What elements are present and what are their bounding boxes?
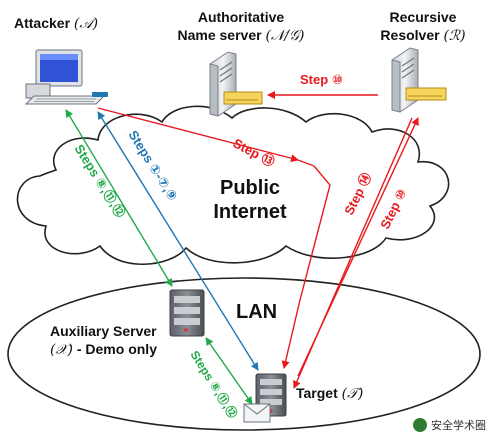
authoritative-line1: Authoritative [197,9,285,25]
resolver-line2: Resolver [380,27,440,43]
arrow-steps-green-lan [205,337,253,405]
public-internet-label: Public Internet [200,176,300,224]
attacker-symbol: (𝒜) [73,16,99,32]
arrow-step10-right [297,117,419,377]
authoritative-symbol: (𝒩/𝒢) [265,28,305,44]
label-step10-top: Step ⑩ [300,72,343,88]
internet-line1: Public [219,177,280,199]
auxiliary-server-icon [169,289,205,337]
arrow-steps-green [65,109,173,287]
arrow-step13-b [297,159,315,167]
authoritative-label: Authoritative Name server (𝒩/𝒢) [176,8,306,45]
arrow-step13-end [281,299,301,369]
target-symbol: (𝒯) [341,386,364,402]
envelope-icon [243,403,271,423]
watermark-text: 安全学术圈 [431,419,486,432]
recursive-resolver-server-icon [391,47,447,113]
resolver-line1: Recursive [389,9,457,25]
auxiliary-symbol: (𝒳) [50,342,73,358]
resolver-symbol: (ℛ) [443,28,466,44]
authoritative-server-icon [209,51,263,117]
watermark: 安全学术圈 [413,417,486,433]
internet-line2: Internet [213,201,287,223]
computer-icon [24,49,108,105]
auxiliary-note: - Demo only [72,341,157,357]
auxiliary-label: Auxiliary Server (𝒳) - Demo only [50,322,157,359]
resolver-label: Recursive Resolver (ℛ) [368,8,478,45]
attacker-name: Attacker [14,15,71,31]
attacker-label: Attacker (𝒜) [14,14,98,33]
target-name: Target [296,385,338,401]
lan-label: LAN [236,301,278,323]
authoritative-line2: Name server [177,27,262,43]
auxiliary-line1: Auxiliary Server [50,323,157,339]
target-label: Target (𝒯) [296,384,363,403]
arrow-step13-c [299,165,331,301]
watermark-logo-icon [413,418,427,432]
